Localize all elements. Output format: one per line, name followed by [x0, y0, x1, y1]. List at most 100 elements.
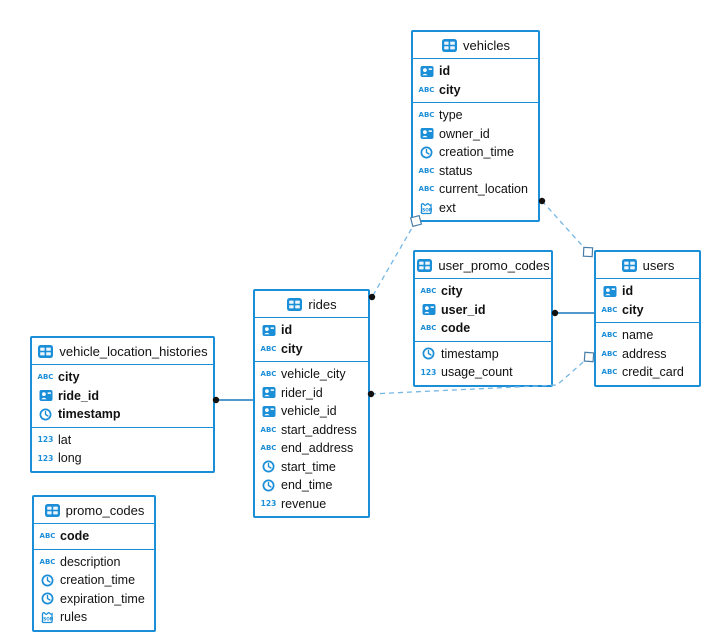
column-row-id[interactable]: id: [596, 282, 699, 301]
column-label: credit_card: [622, 365, 684, 380]
table-header[interactable]: users: [596, 252, 699, 279]
table-header[interactable]: user_promo_codes: [415, 252, 551, 279]
relationship-line[interactable]: [371, 220, 417, 298]
column-row-creation_time[interactable]: creation_time: [34, 571, 154, 590]
column-row-ride_id[interactable]: ride_id: [32, 387, 213, 406]
column-row-rules[interactable]: JSON rules: [34, 608, 154, 627]
column-row-expiration_time[interactable]: expiration_time: [34, 590, 154, 609]
column-row-rider_id[interactable]: rider_id: [255, 384, 368, 403]
table-name: vehicle_location_histories: [59, 343, 208, 359]
column-row-id[interactable]: id: [413, 62, 538, 81]
123-icon: 123: [420, 367, 437, 377]
column-row-creation_time[interactable]: creation_time: [413, 143, 538, 162]
relationship-line[interactable]: [541, 200, 589, 253]
id-badge-icon: [260, 324, 277, 337]
column-row-owner_id[interactable]: owner_id: [413, 125, 538, 144]
column-label: timestamp: [441, 346, 499, 361]
relationship-vehicle_location_histories-rides[interactable]: [212, 396, 253, 404]
column-label: city: [58, 370, 80, 385]
column-label: id: [281, 323, 293, 338]
column-row-vehicle_id[interactable]: vehicle_id: [255, 402, 368, 421]
column-label: expiration_time: [60, 591, 145, 606]
abc-icon: ABC: [420, 287, 437, 296]
relationship-vehicles-users[interactable]: [538, 197, 594, 258]
column-label: city: [622, 302, 644, 317]
column-row-end_time[interactable]: end_time: [255, 476, 368, 495]
clock-icon: [39, 574, 56, 587]
column-label: code: [60, 529, 90, 544]
id-badge-icon: [601, 285, 618, 298]
column-row-timestamp[interactable]: timestamp: [415, 345, 551, 364]
column-row-start_time[interactable]: start_time: [255, 458, 368, 477]
column-label: lat: [58, 432, 72, 447]
table-header[interactable]: vehicles: [413, 32, 538, 59]
column-row-id[interactable]: id: [255, 321, 368, 340]
id-badge-icon: [260, 386, 277, 399]
relationship-user_promo_codes-users[interactable]: [551, 309, 594, 317]
column-row-user_id[interactable]: user_id: [415, 301, 551, 320]
table-name: promo_codes: [65, 502, 145, 518]
id-badge-icon: [37, 389, 54, 402]
json-icon: JSON: [39, 610, 56, 624]
abc-icon: ABC: [420, 324, 437, 333]
cardinality-diamond: [583, 351, 595, 363]
123-icon: 123: [37, 453, 54, 463]
column-label: city: [439, 82, 461, 97]
column-label: ext: [439, 200, 456, 215]
column-row-timestamp[interactable]: timestamp: [32, 405, 213, 424]
clock-icon: [420, 347, 437, 360]
column-row-city[interactable]: ABC city: [413, 81, 538, 100]
abc-icon: ABC: [418, 185, 435, 194]
column-label: code: [441, 321, 471, 336]
column-row-code[interactable]: ABC code: [415, 319, 551, 338]
abc-icon: ABC: [37, 373, 54, 382]
column-label: creation_time: [60, 573, 136, 588]
column-label: rules: [60, 610, 88, 625]
123-icon: 123: [260, 499, 277, 509]
abc-icon: ABC: [260, 444, 277, 453]
table-header[interactable]: promo_codes: [34, 497, 154, 524]
column-label: start_address: [281, 422, 357, 437]
clock-icon: [260, 479, 277, 492]
abc-icon: ABC: [418, 85, 435, 94]
abc-icon: ABC: [260, 344, 277, 353]
column-label: long: [58, 451, 82, 466]
clock-icon: [39, 592, 56, 605]
table-header[interactable]: vehicle_location_histories: [32, 338, 213, 365]
column-row-long[interactable]: 123 long: [32, 449, 213, 468]
column-label: status: [439, 163, 473, 178]
column-row-city[interactable]: ABC city: [32, 368, 213, 387]
table-header[interactable]: rides: [255, 291, 368, 318]
id-badge-icon: [420, 303, 437, 316]
